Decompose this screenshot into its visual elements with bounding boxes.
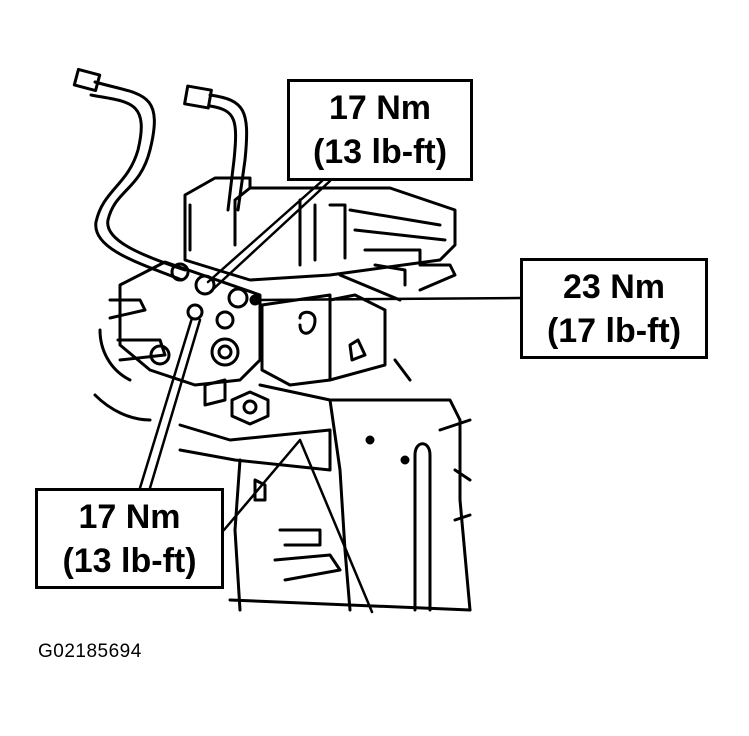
leader-line-right bbox=[256, 296, 522, 302]
abs-module-housing bbox=[183, 176, 457, 302]
brake-tube-left bbox=[89, 80, 187, 282]
torque-callout-top-metric: 17 Nm bbox=[328, 89, 432, 127]
leader-line-top bbox=[206, 179, 332, 294]
brake-line-fittings bbox=[149, 262, 261, 367]
figure-id: G02185694 bbox=[38, 641, 142, 662]
mounting-bracket bbox=[260, 293, 412, 387]
torque-callout-bottom-imperial: (13 lb-ft) bbox=[62, 541, 197, 580]
torque-callout-top: 17 Nm (13 lb-ft) bbox=[287, 79, 473, 181]
brake-tube-center bbox=[208, 93, 249, 212]
torque-callout-bottom-metric: 17 Nm bbox=[78, 497, 181, 536]
brake-tube-nut-left bbox=[72, 67, 102, 93]
torque-callout-right-imperial: (17 lb-ft) bbox=[546, 311, 682, 350]
leader-line-bottom bbox=[138, 316, 374, 614]
vehicle-frame bbox=[178, 383, 472, 612]
torque-callout-right-metric: 23 Nm bbox=[562, 267, 666, 306]
bracket-bolt bbox=[203, 378, 270, 426]
torque-callout-bottom: 17 Nm (13 lb-ft) bbox=[35, 488, 224, 589]
brake-tube-nut-center bbox=[183, 84, 213, 110]
torque-callout-top-imperial: (13 lb-ft) bbox=[312, 133, 448, 171]
torque-callout-right: 23 Nm (17 lb-ft) bbox=[520, 258, 708, 359]
